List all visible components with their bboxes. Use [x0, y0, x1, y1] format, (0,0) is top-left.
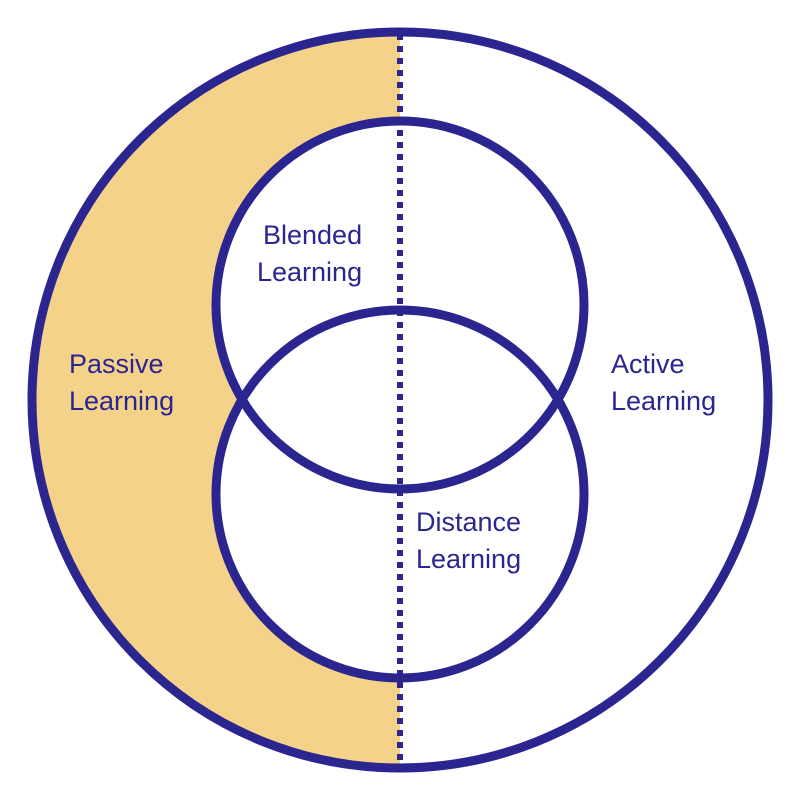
- active-learning-label-line1: Active: [611, 349, 685, 379]
- blended-learning-label-line2: Learning: [257, 257, 363, 287]
- outer-circle: [27, 27, 773, 773]
- distance-learning-label-line1: Distance: [416, 507, 522, 537]
- active-learning-label-line2: Learning: [611, 386, 717, 416]
- passive-learning-label-line2: Learning: [69, 386, 175, 416]
- active-learning-label: Active Learning: [611, 346, 716, 420]
- blended-learning-label-line1: Blended: [263, 220, 363, 250]
- passive-learning-label: Passive Learning: [69, 346, 174, 420]
- distance-learning-label-line2: Learning: [416, 544, 522, 574]
- distance-learning-label: Distance Learning: [416, 504, 521, 578]
- blended-learning-label: Blended Learning: [257, 217, 362, 291]
- passive-learning-label-line1: Passive: [69, 349, 164, 379]
